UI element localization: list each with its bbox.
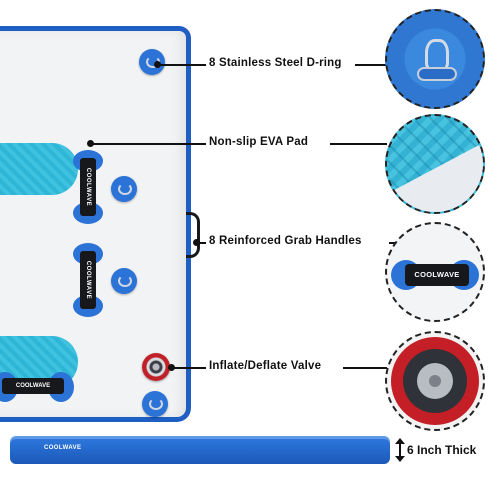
feature-label-grab-handles: 8 Reinforced Grab Handles — [209, 235, 362, 247]
feature-label-valve: Inflate/Deflate Valve — [209, 360, 322, 372]
grab-handle-icon: COOLWAVE — [71, 243, 105, 317]
floating-mat-board — [0, 26, 191, 422]
handle-logo: COOLWAVE — [85, 167, 91, 207]
zoom-d-ring — [385, 9, 485, 109]
grab-handle-icon: COOLWAVE — [71, 150, 105, 224]
side-grab-handle — [186, 212, 200, 258]
leader-line — [343, 367, 387, 369]
d-ring-icon — [111, 176, 137, 202]
thickness-label: 6 Inch Thick — [407, 443, 477, 457]
d-ring-icon — [139, 49, 165, 75]
mat-side-profile: COOLWAVE — [10, 436, 390, 464]
leader-dot — [154, 61, 161, 68]
leader-line — [158, 64, 206, 66]
leader-dot — [168, 364, 175, 371]
grab-handle-icon: COOLWAVE — [0, 368, 74, 404]
tube-logo: COOLWAVE — [44, 445, 82, 451]
leader-line — [355, 64, 387, 66]
leader-dot — [87, 140, 94, 147]
handle-logo-large: COOLWAVE — [405, 264, 469, 286]
eva-pad-top — [0, 143, 78, 195]
zoom-grab-handle: COOLWAVE — [385, 222, 485, 322]
leader-line — [172, 367, 206, 369]
feature-label-d-ring: 8 Stainless Steel D-ring — [209, 57, 342, 69]
zoom-eva-pad — [385, 114, 485, 214]
thickness-arrow-icon — [395, 438, 405, 462]
d-ring-icon — [142, 391, 168, 417]
leader-dot — [193, 239, 200, 246]
handle-logo: COOLWAVE — [85, 260, 91, 300]
leader-line — [91, 143, 206, 145]
handle-logo: COOLWAVE — [2, 378, 64, 394]
leader-line — [197, 242, 206, 244]
feature-label-eva-pad: Non-slip EVA Pad — [209, 136, 309, 148]
valve-icon — [142, 353, 170, 381]
zoom-valve — [385, 331, 485, 431]
d-ring-icon — [111, 268, 137, 294]
leader-line — [330, 143, 387, 145]
